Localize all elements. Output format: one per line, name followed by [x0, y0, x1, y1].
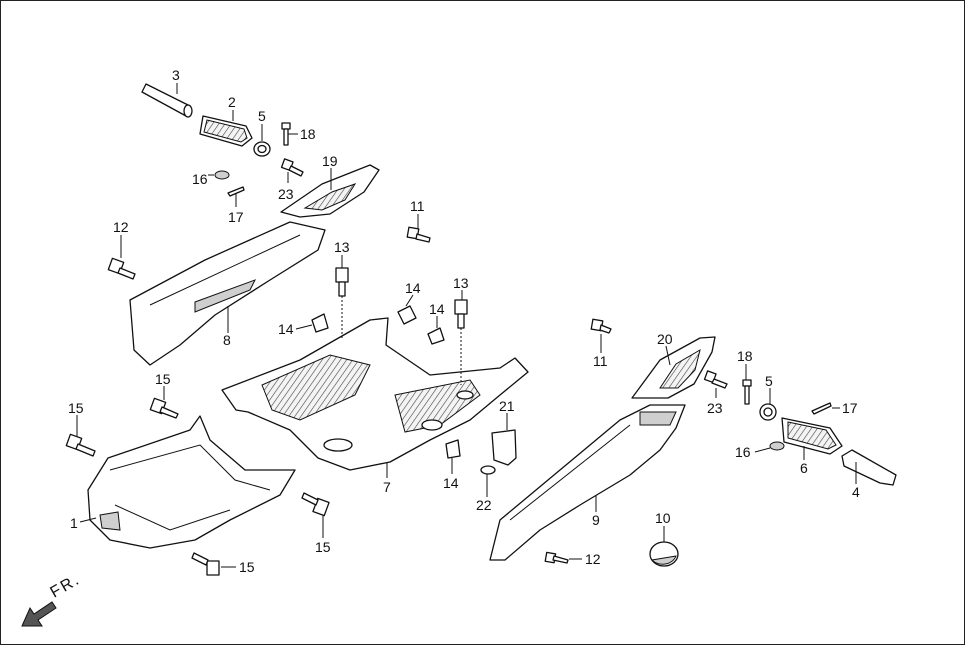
part-12-screw-upper — [107, 257, 136, 280]
part-15-screw-d — [191, 552, 220, 576]
callout-6: 6 — [800, 460, 808, 476]
part-13-bolt-right — [454, 299, 468, 329]
part-15-screw-b — [149, 397, 179, 419]
callout-18-right: 18 — [737, 348, 753, 364]
callout-14-b: 14 — [405, 280, 421, 296]
front-direction-indicator: FR. — [21, 571, 84, 627]
part-16-washer-right — [769, 441, 785, 451]
callout-9: 9 — [592, 512, 600, 528]
leader-lines — [76, 83, 857, 568]
callout-4: 4 — [852, 484, 860, 500]
part-15-screw-c — [301, 492, 330, 517]
part-23-bolt-right — [703, 370, 728, 389]
part-11-bolt-upper — [406, 226, 431, 243]
part-12-screw-lower — [544, 551, 569, 564]
callout-10: 10 — [655, 510, 671, 526]
callout-14-d: 14 — [443, 475, 459, 491]
callout-7: 7 — [383, 479, 391, 495]
callout-14-c: 14 — [429, 301, 445, 317]
callout-13-right: 13 — [453, 275, 469, 291]
callout-12-lower: 12 — [585, 551, 601, 567]
callout-19: 19 — [322, 153, 338, 169]
callout-15-c: 15 — [315, 539, 331, 555]
part-14-clip-a — [311, 313, 329, 333]
callout-5-right: 5 — [765, 373, 773, 389]
callout-17-right: 17 — [842, 400, 858, 416]
callout-11-upper: 11 — [410, 198, 425, 214]
front-label: FR. — [48, 571, 84, 602]
callout-11-lower: 11 — [593, 353, 608, 369]
part-19-bracket-cover-left — [280, 164, 380, 218]
part-2-footrest-pad — [199, 115, 253, 147]
callout-13-left: 13 — [334, 239, 350, 255]
part-5-washer-left — [253, 141, 271, 157]
callout-23-left: 23 — [278, 186, 294, 202]
callout-2: 2 — [228, 94, 236, 110]
callout-16-left: 16 — [192, 171, 208, 187]
part-11-bolt-lower — [590, 318, 612, 334]
part-17-cotter-pin-right — [811, 402, 832, 415]
callout-14-a: 14 — [278, 321, 294, 337]
part-20-bracket-cover-right — [631, 336, 716, 399]
part-21-clip — [491, 429, 517, 466]
callout-15-d: 15 — [239, 559, 255, 575]
part-9-side-cover-right — [489, 404, 686, 561]
callout-16-right: 16 — [735, 444, 751, 460]
callout-22: 22 — [476, 497, 492, 513]
callout-21: 21 — [499, 398, 515, 414]
part-18-pin-left — [281, 122, 291, 146]
part-22-rivet — [480, 465, 496, 475]
front-arrow-icon — [21, 601, 57, 627]
part-7-floor-panel — [221, 317, 529, 471]
callout-15-a: 15 — [68, 400, 84, 416]
part-4-bracket — [841, 449, 897, 486]
part-5-washer-right — [759, 403, 777, 421]
part-14-clip-b — [397, 305, 417, 325]
callout-18-left: 18 — [300, 126, 316, 142]
part-14-clip-d — [445, 439, 461, 459]
part-23-bolt-left — [280, 158, 304, 177]
part-14-clip-c — [427, 327, 445, 345]
callout-3: 3 — [172, 67, 180, 83]
part-15-screw-a — [65, 433, 96, 457]
callout-15-b: 15 — [155, 371, 171, 387]
part-13-bolt-left — [335, 267, 349, 297]
callout-5-left: 5 — [258, 108, 266, 124]
callout-17-left: 17 — [228, 209, 244, 225]
callout-20: 20 — [657, 331, 673, 347]
part-18-pin-right — [742, 379, 752, 405]
part-17-cotter-pin-left — [227, 186, 245, 197]
part-6-footrest-pad-right — [781, 417, 843, 455]
callout-labels: 3 2 5 18 16 23 19 17 11 12 13 14 13 14 1… — [68, 67, 860, 575]
callout-23-right: 23 — [707, 400, 723, 416]
part-10-emblem — [649, 541, 679, 567]
part-1-under-cover — [87, 415, 296, 549]
part-8-side-cover-left — [129, 221, 326, 366]
part-16-washer-left — [214, 170, 230, 180]
callout-8: 8 — [223, 332, 231, 348]
callout-12-upper: 12 — [113, 219, 129, 235]
callout-1: 1 — [70, 515, 78, 531]
part-3-rod — [141, 83, 193, 118]
